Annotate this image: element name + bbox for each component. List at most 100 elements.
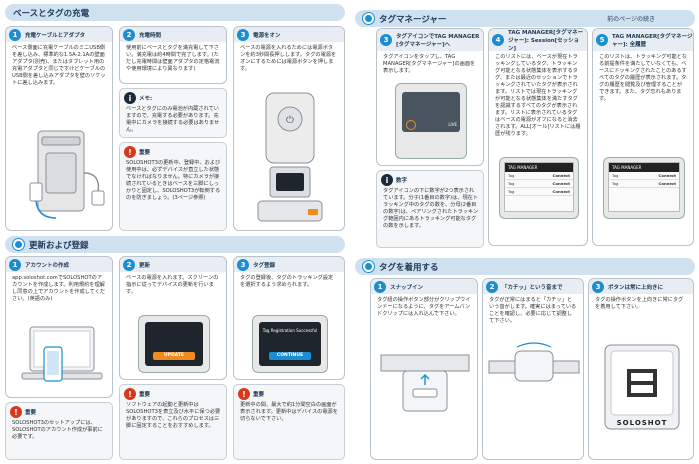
step-number: 3 <box>237 258 249 271</box>
tag-name: Tag <box>612 173 619 178</box>
important-note-charge: ! 重要 SOLOSHOT3の更新中、登録中、および使用中は、必ずデバイスが直立… <box>119 142 227 231</box>
card-title: TAG MANAGER[タグマネージャー]: Session[セッション] <box>508 30 584 52</box>
step-number: 4 <box>492 34 504 46</box>
update-screen: UPDATE <box>145 322 203 366</box>
note-title: 数字 <box>396 178 408 184</box>
update-card-3: 3 タグ登録 タグの登録後、タグのトラッキング設定を選択するよう求められます。 … <box>233 256 345 380</box>
tag-state: Connect <box>552 181 570 186</box>
note-text: ベースとタグにのみ電池が内蔵されていますので、充電する必要があります。充電中にカ… <box>126 106 220 133</box>
tagmanager-card-5: 5 TAG MANAGER[タグマネージャー]: 全履歴 このリストは、トラッキ… <box>592 28 694 246</box>
note-text: SOLOSHOT3のセットアップには、SOLOSHOTのアカウント作成が事前に必… <box>12 420 103 440</box>
tag-row[interactable]: Tag Connect <box>505 180 573 188</box>
card-title: タグ登録 <box>253 262 276 269</box>
power-on-illustration: ⏻ <box>248 89 332 227</box>
update-card-1: 1 アカウントの作成 app.soloshot.comでSOLOSHOTのアカウ… <box>5 256 113 398</box>
section-title: 更新および登録 <box>29 240 89 251</box>
card-text: タグ紐の操作ボタン部分がクリップウインドーになるように、タグをアームバンドクリッ… <box>377 297 471 317</box>
attach-card-2: 2 「カチッ」という音まで タグが正常にはまると「カチッ」という音がします。確実… <box>482 278 584 460</box>
card-text: タグの操作ボタンを上向きに常にタグを着用して下さい。 <box>595 297 684 310</box>
section-title: タグマネージャー <box>379 14 447 25</box>
card-title: スナップイン <box>390 284 424 291</box>
card-title: タグアイコンでTAG MANAGER [タグマネージャー]へ <box>396 34 480 48</box>
card-header: 1 充電ケーブルとアダプタ <box>6 27 112 42</box>
section-update-header: 更新および登録 <box>5 236 345 253</box>
warning-icon: ! <box>10 406 22 418</box>
step-number: 3 <box>592 280 604 293</box>
card-text: このリストには、ベースが現在トラッキングしているタグ、トラッキング可能となる状態… <box>495 54 581 137</box>
charge-card-2: 2 充電時間 使用前にベースとタグを満充電して下さい。満充電は約4時間で完了しま… <box>119 26 227 84</box>
live-screen: LIVE <box>402 92 460 132</box>
tag-icon <box>604 344 680 430</box>
step-number: 2 <box>486 280 498 293</box>
card-header: 1 スナップイン <box>371 279 477 294</box>
step-number: 1 <box>9 258 21 271</box>
card-header: 3 タグアイコンでTAG MANAGER [タグマネージャー]へ <box>377 29 483 51</box>
step-number: 1 <box>9 28 21 41</box>
card-header: 3 電源をオン <box>234 27 344 42</box>
section-tagmanager-header: タグマネージャー 前のページの続き <box>355 10 695 27</box>
base-device: Tag Registration Successful CONTINUE <box>252 315 328 373</box>
info-icon: i <box>381 174 393 186</box>
important-note-power: ! 重要 更新中の間、最大で約1分間空白の画面が表示されます。更新中はデバイスの… <box>233 384 345 460</box>
tag-name: Tag <box>508 173 515 178</box>
card-text: ベース側面に充電ケーブルのミニUSB側を差し込み、標準的な1.5A-2.1Aの壁… <box>12 45 106 86</box>
tag-row[interactable]: Tag Connect <box>505 172 573 180</box>
update-card-2: 2 更新 ベースの電源を入れます。スクリーンの指示に従ってデバイスの更新を行いま… <box>119 256 227 380</box>
section-title: タグを着用する <box>379 262 439 273</box>
section-dot-icon <box>13 239 24 250</box>
card-header: 2 充電時間 <box>120 27 226 42</box>
tag-name: Tag <box>508 189 515 194</box>
base-device: UPDATE <box>138 315 210 373</box>
click-illustration <box>487 341 581 401</box>
card-text: タグの登録後、タグのトラッキング設定を選択するよう求められます。 <box>240 275 334 288</box>
step-number: 2 <box>123 28 135 41</box>
snap-in-illustration <box>377 335 473 435</box>
charging-illustration <box>16 123 106 223</box>
step-number: 3 <box>380 34 392 46</box>
note-title: 重要 <box>139 392 151 398</box>
tag-state: Connect <box>658 181 676 186</box>
section-title: ベースとタグの充電 <box>13 8 90 19</box>
tag-state: Connect <box>658 173 676 178</box>
info-icon: i <box>124 92 136 104</box>
tag-row[interactable]: Tag Connect <box>609 172 679 180</box>
base-with-cable-illustration <box>29 130 105 219</box>
brand-label: SOLOSHOT <box>616 419 668 427</box>
note-title: メモ: <box>139 96 153 102</box>
continue-button[interactable]: CONTINUE <box>269 352 311 360</box>
tag-clicked-illustration <box>488 342 580 382</box>
armband-clip-illustration <box>380 354 470 412</box>
card-header: 1 アカウントの作成 <box>6 257 112 272</box>
note-text: SOLOSHOT3の更新中、登録中、および使用中は、必ずデバイスが直立した状態で… <box>126 160 221 201</box>
tag-state: Connect <box>552 189 570 194</box>
important-note-account: ! 重要 SOLOSHOT3のセットアップには、SOLOSHOTのアカウント作成… <box>5 402 113 460</box>
tag-row[interactable]: Tag Connect <box>505 188 573 196</box>
charge-card-3: 3 電源をオン ベースの電源を入れるためには電源ボタンを約3秒間長押しします。タ… <box>233 26 345 231</box>
tagmanager-card-4: 4 TAG MANAGER[タグマネージャー]: Session[セッション] … <box>488 28 588 246</box>
card-text: タグアイコンをタップし、TAG MANAGER[タグマネージャー]の画面を表示し… <box>383 54 476 74</box>
card-title: アカウントの作成 <box>25 262 70 269</box>
note-title: 重要 <box>139 150 151 156</box>
note-text: 更新中の間、最大で約1分間空白の画面が表示されます。更新中はデバイスの電源を切ら… <box>240 402 338 422</box>
tag-manager-title: TAG MANAGER <box>609 163 679 172</box>
registration-title: Tag Registration Successful <box>262 328 318 333</box>
card-header: 5 TAG MANAGER[タグマネージャー]: 全履歴 <box>593 29 693 51</box>
tag-name: Tag <box>508 181 515 186</box>
tag-icon[interactable] <box>406 120 416 130</box>
card-title: 「カチッ」という音まで <box>502 284 563 291</box>
card-text: ベースの電源を入れます。スクリーンの指示に従ってデバイスの更新を行います。 <box>126 275 219 295</box>
tag-state: Connect <box>552 173 570 178</box>
update-button[interactable]: UPDATE <box>153 352 195 360</box>
note-text: タグアイコンの下に数字が2つ表示されています。分子(1番目の数字)は、現在トラッ… <box>383 188 479 229</box>
tagmanager-card-3: 3 タグアイコンでTAG MANAGER [タグマネージャー]へ タグアイコンを… <box>376 28 484 166</box>
card-text: 使用前にベースとタグを満充電して下さい。満充電は約4時間で完了します。(ただし充… <box>126 45 220 72</box>
card-text: ベースの電源を入れるためには電源ボタンを約3秒間長押しします。タグの電源をオンに… <box>240 45 337 72</box>
laptop-icon <box>21 326 103 382</box>
section-dot-icon <box>363 261 374 272</box>
tag-registration-screen: Tag Registration Successful CONTINUE <box>259 322 321 366</box>
important-note-update: ! 重要 ソフトウェアの起動と更新中はSOLOSHOT3を表立及び水平に保つ必要… <box>119 384 227 460</box>
